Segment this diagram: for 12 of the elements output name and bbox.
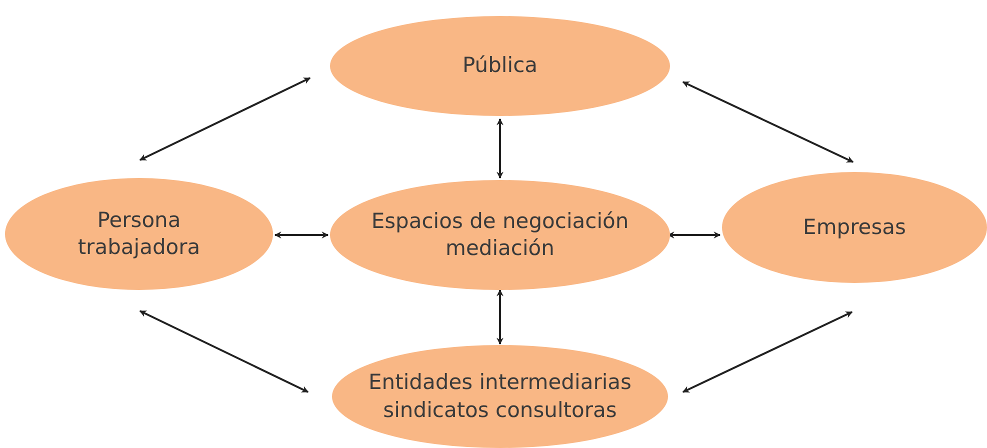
node-label: Pública	[462, 52, 538, 80]
double-arrow	[139, 310, 309, 393]
double-arrow	[274, 232, 329, 238]
node-label: Espacios de negociación mediación	[370, 208, 630, 262]
double-arrow	[496, 118, 504, 179]
double-arrow	[139, 77, 311, 161]
node-label: Entidades intermediarias sindicatos consultoras	[368, 369, 632, 424]
double-arrow	[682, 81, 854, 163]
double-arrow	[682, 311, 853, 393]
node-label: Empresas	[803, 214, 906, 241]
node-label: Persona trabajadora	[76, 206, 202, 261]
double-arrow	[496, 289, 504, 345]
